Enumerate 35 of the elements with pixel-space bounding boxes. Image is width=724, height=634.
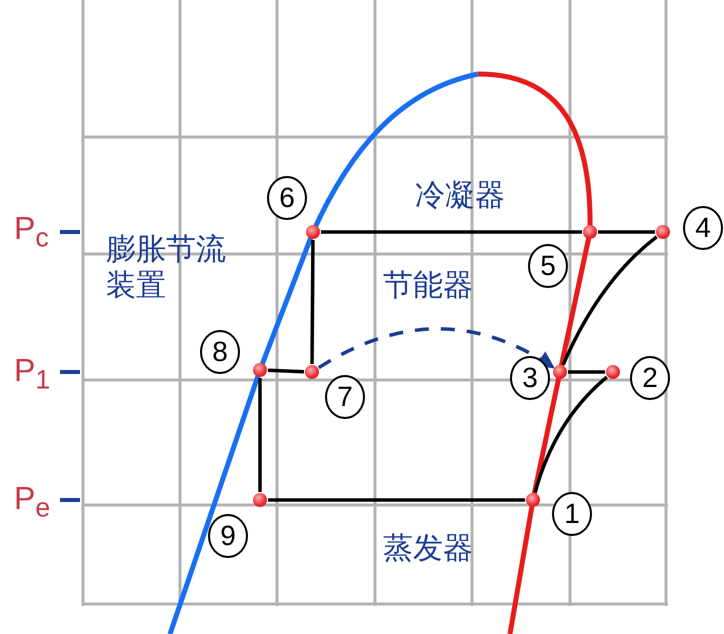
- dashed-arrow: [318, 327, 555, 370]
- process-line: [562, 235, 658, 366]
- process-line: [568, 370, 605, 374]
- state-point: [583, 225, 597, 239]
- process-line: [310, 240, 315, 364]
- process-line: [598, 230, 655, 234]
- point-number: 4: [683, 206, 723, 250]
- process-line: [321, 230, 582, 234]
- process-line: [258, 378, 262, 492]
- point-number: 7: [325, 375, 365, 419]
- component-label: 膨胀节流装置: [106, 232, 227, 304]
- component-label: 节能器: [383, 268, 473, 304]
- state-point: [553, 365, 567, 379]
- process-line: [268, 368, 304, 374]
- state-point: [526, 493, 540, 507]
- state-point: [253, 493, 267, 507]
- point-number: 1: [552, 492, 592, 536]
- point-number: 6: [267, 176, 307, 220]
- pressure-label: P$_{c}$: [14, 210, 49, 254]
- point-number: 5: [528, 244, 568, 288]
- state-point: [306, 225, 320, 239]
- point-number: 3: [510, 356, 550, 400]
- process-line: [533, 376, 608, 493]
- point-number: 8: [200, 330, 240, 374]
- point-number: 2: [630, 356, 670, 400]
- pressure-label: P$_{1}$: [14, 352, 50, 396]
- state-point: [606, 365, 620, 379]
- state-point: [656, 225, 670, 239]
- process-line: [268, 498, 525, 502]
- component-label: 冷凝器: [415, 178, 505, 214]
- state-point: [305, 365, 319, 379]
- component-label: 蒸发器: [383, 531, 473, 567]
- point-number: 9: [208, 514, 248, 558]
- pressure-label: P$_{e}$: [14, 480, 50, 524]
- state-point: [253, 363, 267, 377]
